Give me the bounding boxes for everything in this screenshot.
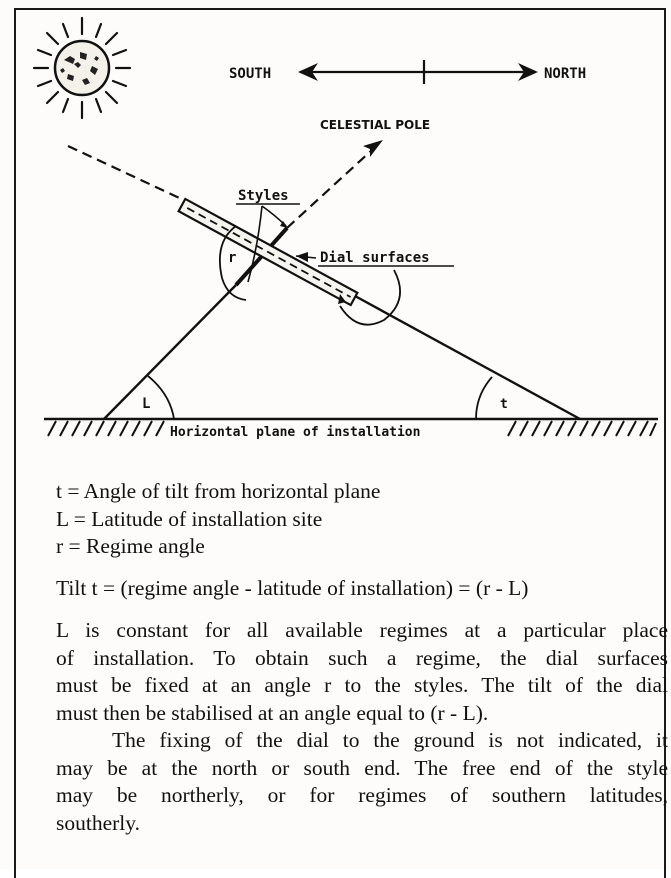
styles-label: Styles xyxy=(238,188,289,204)
paragraph-2-line: may be northerly, or for regimes of sout… xyxy=(56,783,668,807)
angle-r-label: r xyxy=(228,250,236,266)
border-frame xyxy=(14,8,666,878)
paragraph-1-line: must then be stabilised at an angle equa… xyxy=(56,700,489,725)
north-label: NORTH xyxy=(544,66,586,82)
latitude-angle-arc xyxy=(147,375,175,420)
tilt-line xyxy=(354,294,581,421)
dial-surface-arc xyxy=(339,269,401,326)
sun-icon xyxy=(32,16,132,120)
angle-t-label: t xyxy=(500,397,508,412)
tilt-formula: Tilt t = (regime angle - latitude of ins… xyxy=(56,575,529,600)
paragraph-1-line: must be fixed at an angle r to the style… xyxy=(56,673,668,697)
t-definition: t = Angle of tilt from horizontal plane xyxy=(56,479,381,503)
paragraph-2: The fixing of the dial to the ground is … xyxy=(56,727,668,837)
dial-surfaces-label: Dial surfaces xyxy=(320,250,430,266)
legend: t = Angle of tilt from horizontal plane … xyxy=(56,478,668,561)
paragraph-2-line: The fixing of the dial to the ground is … xyxy=(112,728,668,752)
paragraph-1-line: of installation. To obtain such a regime… xyxy=(56,645,668,670)
r-definition: r = Regime angle xyxy=(56,534,205,558)
sundial-diagram: SOUTH NORTH CELESTIAL POLE Styles Dial s… xyxy=(32,16,658,440)
paragraph-2-line: southerly. xyxy=(56,810,140,835)
regime-angle-arc xyxy=(218,225,247,301)
ground-hatching xyxy=(47,420,657,437)
south-north-arrow xyxy=(298,60,538,84)
sun-ray-line xyxy=(67,145,189,203)
tilt-angle-arc xyxy=(475,376,493,420)
styles-pointer xyxy=(247,205,263,283)
paragraph-2-line: may be at the north or south end. The fr… xyxy=(56,755,668,780)
south-label: SOUTH xyxy=(229,66,271,82)
celestial-pole-label: CELESTIAL POLE xyxy=(320,118,430,132)
paragraph-1: L is constant for all available regimes … xyxy=(56,617,668,727)
angle-L-label: L xyxy=(142,396,150,412)
paragraph-1-line: L is constant for all available regimes … xyxy=(56,618,668,642)
ground-label: Horizontal plane of installation xyxy=(170,425,420,440)
explanation-text: t = Angle of tilt from horizontal plane … xyxy=(56,478,668,837)
style-line xyxy=(103,284,237,420)
dial-plate xyxy=(177,197,359,307)
style-dashed-extension xyxy=(286,149,373,229)
L-definition: L = Latitude of installation site xyxy=(56,506,323,531)
celestial-pole-arrowhead xyxy=(363,140,383,157)
